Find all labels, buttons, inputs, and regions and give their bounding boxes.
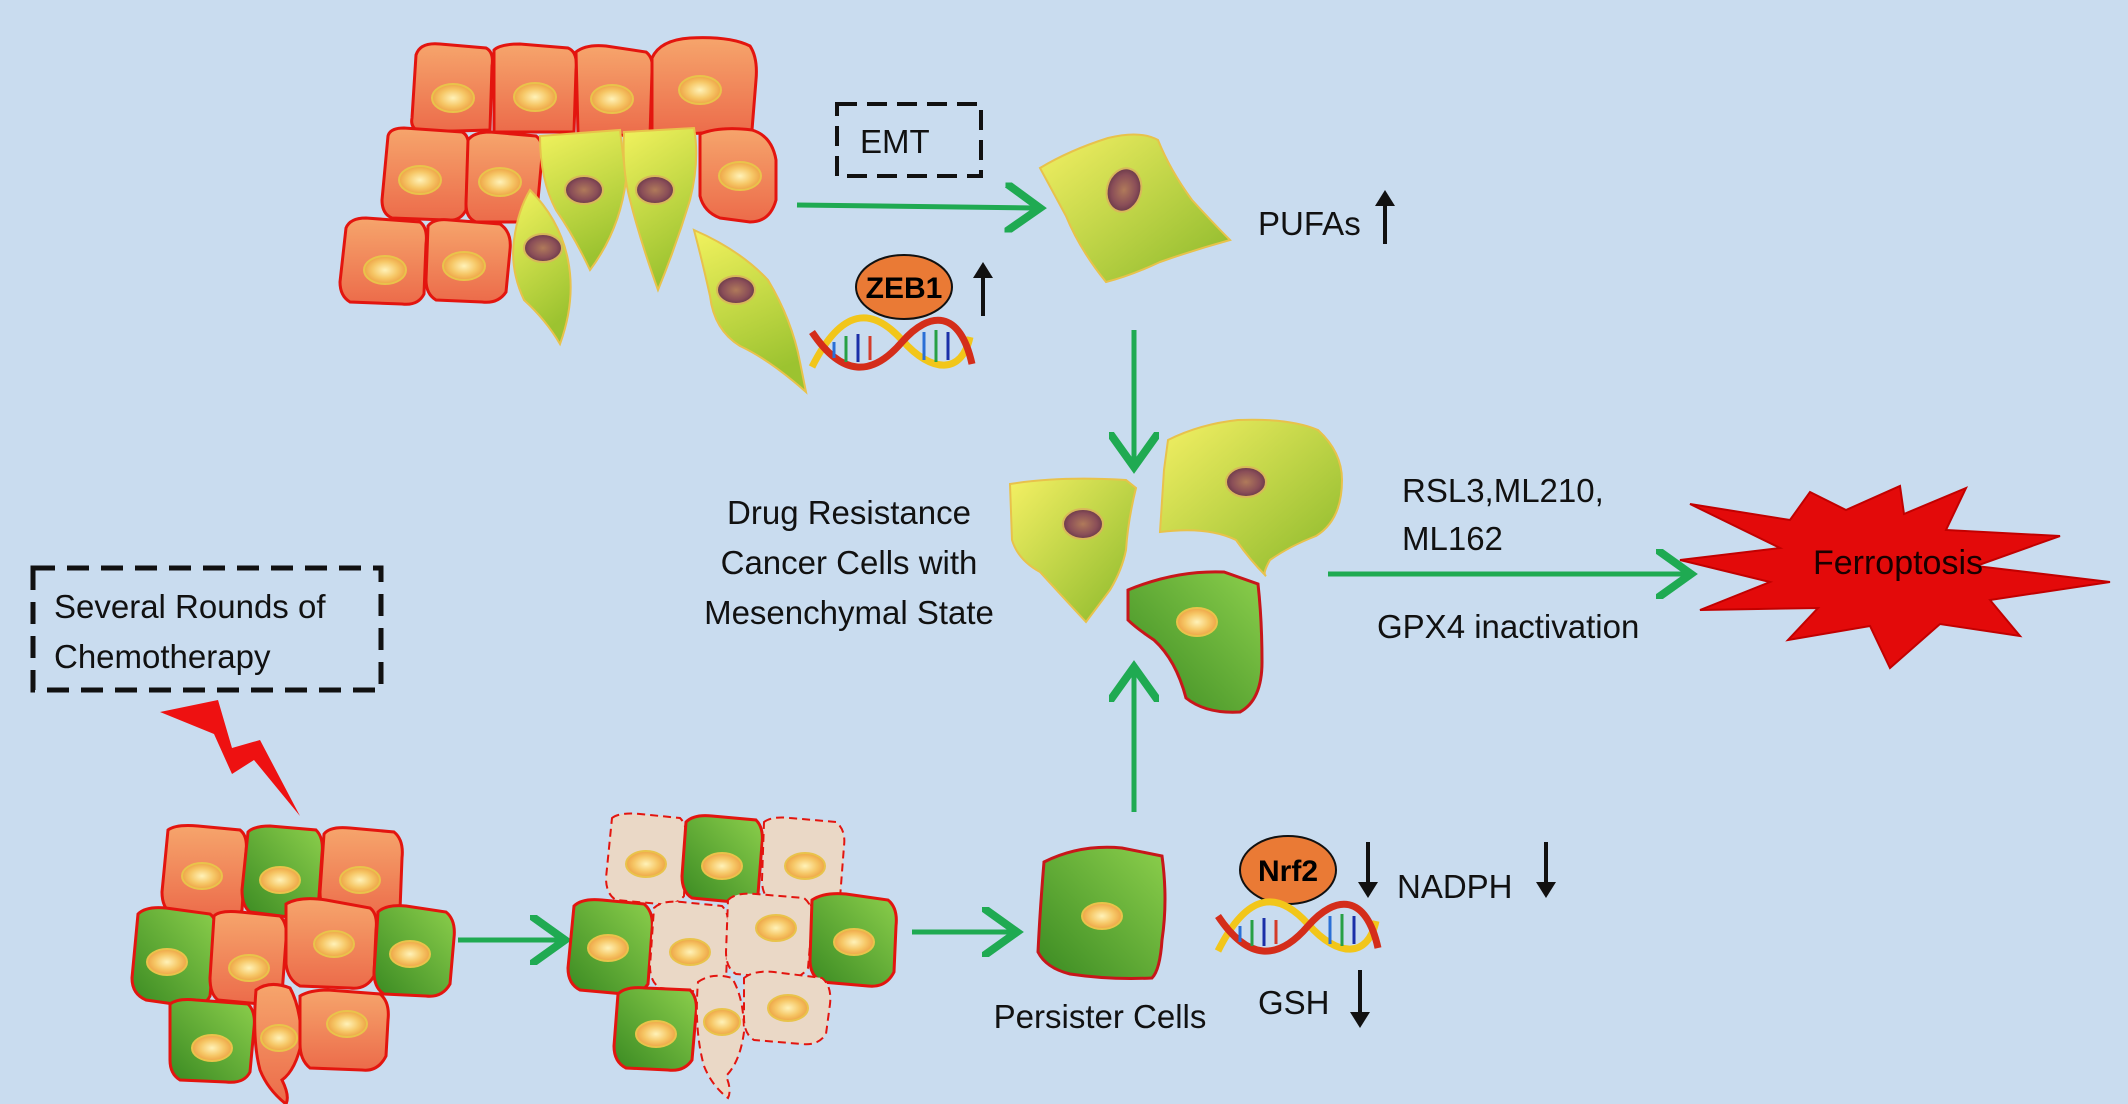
cell-nucleus — [701, 852, 743, 880]
mesenchymal-cell — [1158, 418, 1344, 577]
cell-nucleus — [363, 255, 407, 285]
persister-label: Persister Cells — [994, 998, 1207, 1035]
nadph-label: NADPH — [1397, 868, 1513, 905]
cell-nucleus — [564, 175, 604, 205]
zeb1-transcription-factor: ZEB1 — [855, 254, 953, 320]
emt-box — [835, 102, 983, 178]
cell-nucleus — [635, 1020, 677, 1048]
drug-resistant-cells — [1008, 418, 1344, 714]
dead-cell — [695, 974, 746, 1100]
cell-nucleus — [767, 994, 809, 1022]
persister-cell — [1126, 570, 1264, 714]
cell-nucleus — [755, 914, 797, 942]
cell-nucleus — [1105, 167, 1143, 213]
mesenchymal-cell-emt — [1038, 133, 1232, 284]
drug-resistance-label-line1: Drug Resistance — [727, 494, 971, 531]
cell-nucleus — [389, 940, 431, 968]
cell-nucleus — [431, 83, 475, 113]
chemotherapy-label-line1: Several Rounds of — [54, 588, 326, 625]
ferroptosis-burst: Ferroptosis — [1679, 484, 2111, 670]
cell-nucleus — [181, 862, 223, 890]
cell-nucleus — [718, 161, 762, 191]
cell-nucleus — [228, 954, 270, 982]
cell-nucleus — [326, 1010, 368, 1038]
persister-cell-single — [1036, 845, 1167, 980]
cell-nucleus — [513, 82, 557, 112]
cell-nucleus — [833, 928, 875, 956]
tumor-cluster-initial — [130, 824, 456, 1104]
mesenchymal-cell — [512, 188, 572, 347]
inhibitors-label-line2: ML162 — [1402, 520, 1503, 557]
cell-nucleus — [260, 1024, 298, 1052]
lightning-icon — [160, 700, 300, 816]
emt-arrow — [796, 205, 1035, 208]
cell-nucleus — [339, 866, 381, 894]
cell-nucleus — [478, 167, 522, 197]
cell-nucleus — [716, 275, 756, 305]
down-arrow-icon — [1350, 970, 1370, 1028]
up-arrow-icon — [1375, 190, 1395, 244]
cell-nucleus — [703, 1008, 741, 1036]
inhibitors-label-line1: RSL3,ML210, — [1402, 472, 1604, 509]
cell-nucleus — [398, 165, 442, 195]
chemotherapy-label-line2: Chemotherapy — [54, 638, 271, 675]
cell-nucleus — [523, 233, 563, 263]
down-arrow-icon — [1358, 842, 1378, 898]
tumor-cluster-treated — [566, 812, 898, 1100]
ferroptosis-label: Ferroptosis — [1813, 544, 1983, 582]
mesenchymal-cell — [622, 126, 698, 293]
drug-resistance-label-line2: Cancer Cells with — [721, 544, 978, 581]
cell-nucleus — [590, 84, 634, 114]
cell-nucleus — [1225, 466, 1267, 498]
dna-icon — [808, 314, 976, 371]
mesenchymal-cell — [1008, 477, 1138, 624]
down-arrow-icon — [1536, 842, 1556, 898]
nrf2-transcription-factor: Nrf2 — [1239, 835, 1337, 905]
dna-icon — [1214, 898, 1382, 955]
mesenchymal-cell — [692, 228, 808, 395]
cell-nucleus — [587, 934, 629, 962]
epithelial-sheet-top — [338, 36, 808, 395]
cell-nucleus — [1081, 902, 1123, 930]
cell-nucleus — [625, 850, 667, 878]
cell-nucleus — [669, 938, 711, 966]
emt-label: EMT — [860, 123, 930, 160]
gsh-label: GSH — [1258, 984, 1330, 1021]
nrf2-label: Nrf2 — [1258, 855, 1318, 888]
cell-nucleus — [259, 866, 301, 894]
zeb1-label: ZEB1 — [866, 272, 943, 305]
gpx4-label: GPX4 inactivation — [1377, 608, 1639, 645]
cell-nucleus — [784, 852, 826, 880]
cell-nucleus — [313, 930, 355, 958]
cell-nucleus — [146, 948, 188, 976]
chemotherapy-box — [30, 565, 384, 693]
cell-nucleus — [1062, 508, 1104, 540]
drug-resistance-label-line3: Mesenchymal State — [704, 594, 994, 631]
cell-nucleus — [1176, 607, 1218, 637]
cell-nucleus — [442, 251, 486, 281]
pufas-label: PUFAs — [1258, 205, 1361, 242]
zeb1-oval — [855, 254, 953, 320]
cell-nucleus — [635, 175, 675, 205]
cell-nucleus — [191, 1034, 233, 1062]
up-arrow-icon — [973, 262, 993, 316]
cell-nucleus — [678, 75, 722, 105]
